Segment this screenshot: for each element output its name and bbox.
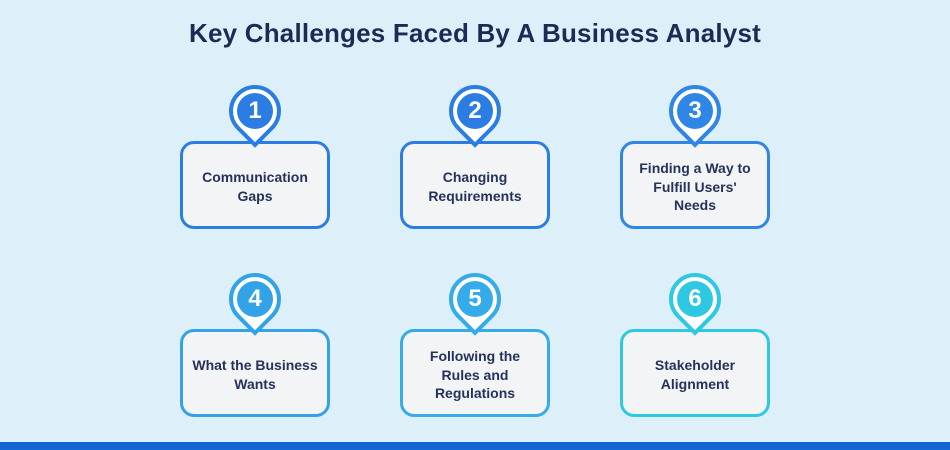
challenge-card: 4 What the Business Wants xyxy=(180,262,330,417)
pin-marker-icon: 5 xyxy=(438,262,512,336)
card-label: Communication Gaps xyxy=(180,141,330,229)
card-label: Finding a Way to Fulfill Users' Needs xyxy=(620,141,770,229)
challenge-grid: 1 Communication Gaps 2 Changing Requirem… xyxy=(180,74,770,417)
card-label: Stakeholder Alignment xyxy=(620,329,770,417)
pin-number: 4 xyxy=(237,281,273,317)
challenge-card: 2 Changing Requirements xyxy=(400,74,550,229)
pin-number: 1 xyxy=(237,93,273,129)
footer-accent-bar xyxy=(0,442,950,450)
card-label: Following the Rules and Regulations xyxy=(400,329,550,417)
pin-marker-icon: 3 xyxy=(658,74,732,148)
challenge-card: 1 Communication Gaps xyxy=(180,74,330,229)
pin-marker-icon: 1 xyxy=(218,74,292,148)
challenge-card: 3 Finding a Way to Fulfill Users' Needs xyxy=(620,74,770,229)
card-label: Changing Requirements xyxy=(400,141,550,229)
challenge-card: 6 Stakeholder Alignment xyxy=(620,262,770,417)
pin-number: 2 xyxy=(457,93,493,129)
card-label: What the Business Wants xyxy=(180,329,330,417)
challenge-card: 5 Following the Rules and Regulations xyxy=(400,262,550,417)
pin-marker-icon: 4 xyxy=(218,262,292,336)
pin-marker-icon: 6 xyxy=(658,262,732,336)
pin-number: 3 xyxy=(677,93,713,129)
page-title: Key Challenges Faced By A Business Analy… xyxy=(189,18,761,48)
pin-marker-icon: 2 xyxy=(438,74,512,148)
pin-number: 5 xyxy=(457,281,493,317)
pin-number: 6 xyxy=(677,281,713,317)
